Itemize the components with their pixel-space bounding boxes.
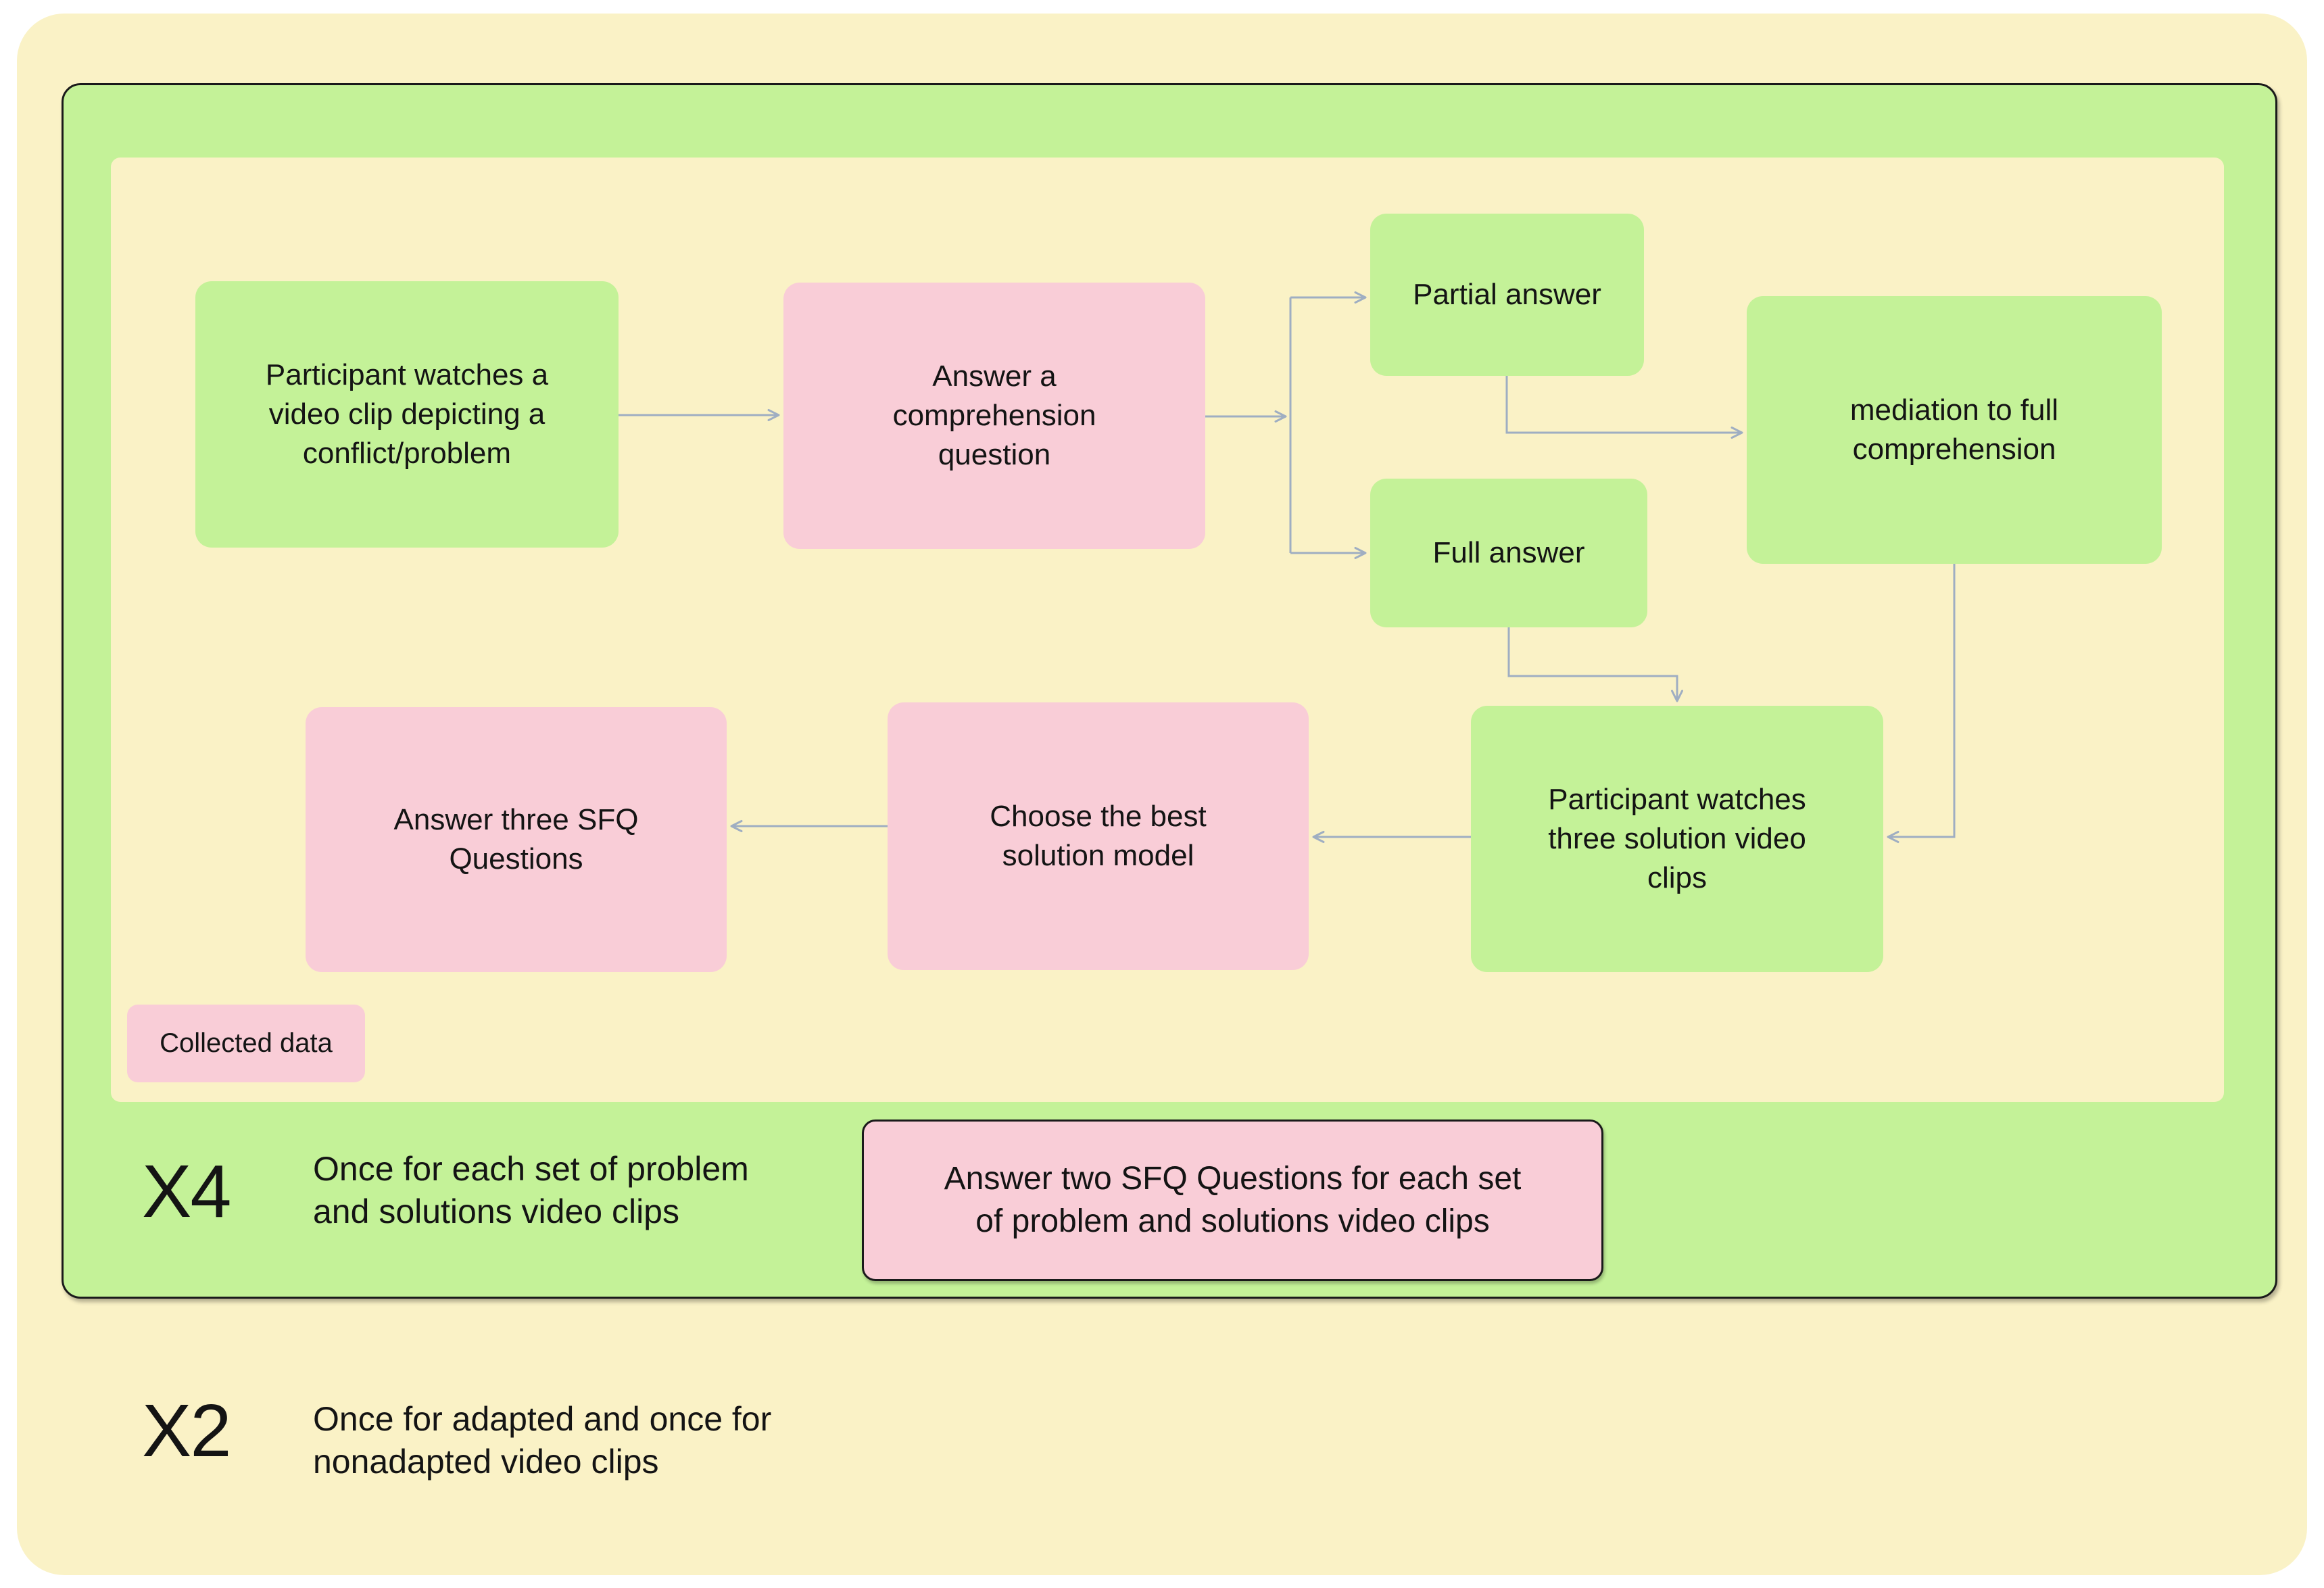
- x4-note: Once for each set of problem and solutio…: [313, 1150, 749, 1230]
- node-label: Full answer: [1432, 535, 1585, 569]
- node-label: mediation to full comprehension: [1849, 393, 2059, 466]
- legend-collected-data: Collected data: [127, 1005, 365, 1082]
- node-label: Answer a comprehension question: [892, 359, 1096, 472]
- arrow-mediation-to-watchsolutions: [1887, 564, 1956, 843]
- node-choose-best-solution: Choose the best solution model: [888, 702, 1309, 970]
- callout-label: Answer two SFQ Questions for each set of…: [944, 1161, 1522, 1239]
- node-watch-problem-clip: Participant watches a video clip depicti…: [195, 281, 619, 548]
- legend-label: Collected data: [160, 1028, 333, 1058]
- arrow-partial-to-mediation: [1505, 376, 1743, 439]
- arrow-full-to-watchsolutions: [1507, 627, 1683, 702]
- node-label: Answer three SFQ Questions: [393, 802, 639, 875]
- node-comprehension-question: Answer a comprehension question: [783, 283, 1205, 549]
- x2-multiplier: X2: [142, 1389, 232, 1472]
- x4-multiplier: X4: [142, 1150, 232, 1233]
- x2-note: Once for adapted and once for nonadapted…: [313, 1400, 772, 1481]
- node-partial-answer: Partial answer: [1370, 214, 1644, 376]
- node-label: Participant watches a video clip depicti…: [265, 358, 549, 471]
- node-label: Participant watches three solution video…: [1548, 782, 1806, 895]
- node-answer-three-sfq: Answer three SFQ Questions: [306, 707, 727, 972]
- node-label: Partial answer: [1413, 277, 1601, 311]
- node-mediation: mediation to full comprehension: [1747, 296, 2162, 564]
- node-label: Choose the best solution model: [990, 799, 1207, 872]
- node-full-answer: Full answer: [1370, 479, 1647, 627]
- callout-answer-two-sfq: Answer two SFQ Questions for each set of…: [862, 1120, 1603, 1281]
- node-watch-solution-clips: Participant watches three solution video…: [1471, 706, 1883, 972]
